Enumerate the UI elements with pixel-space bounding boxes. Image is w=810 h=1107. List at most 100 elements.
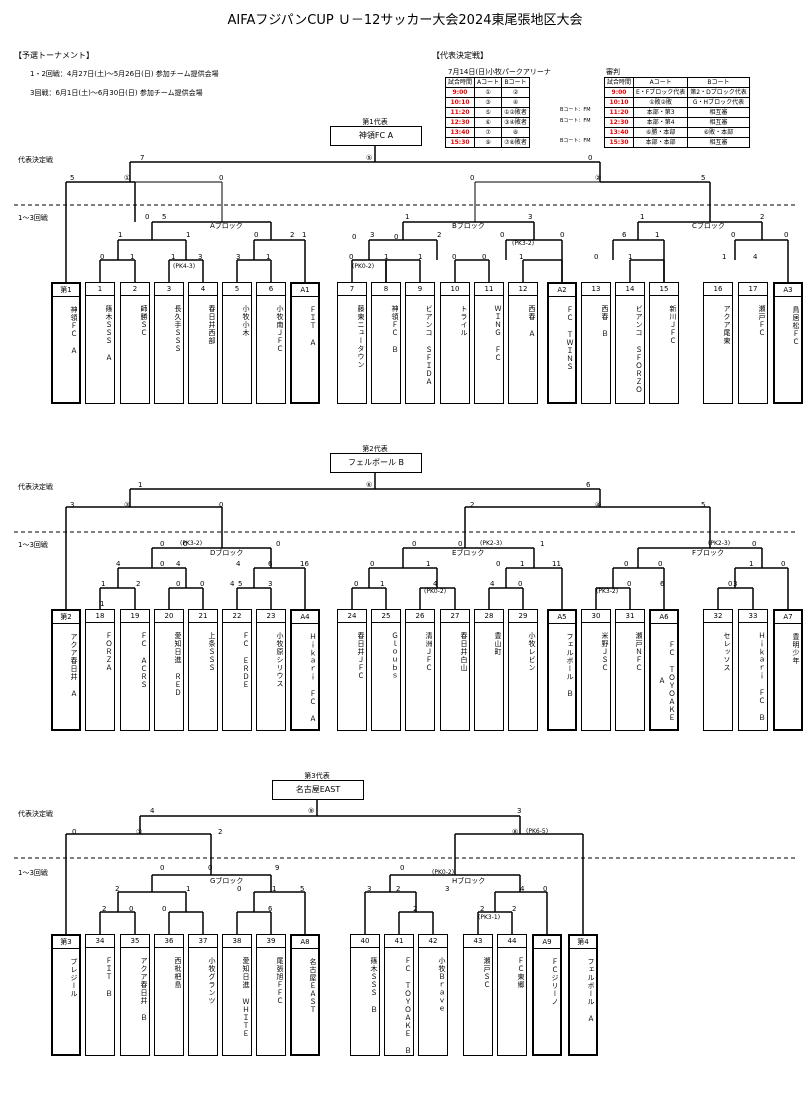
team-seed: 37	[189, 935, 217, 948]
section-2-rep-label: 第2代表	[362, 445, 388, 453]
score-label: 5	[238, 580, 243, 588]
score-label: 2	[760, 213, 765, 221]
team-seed: 39	[257, 935, 285, 948]
team-name: アクア尾東	[723, 305, 731, 345]
score-label: 0	[219, 174, 224, 182]
team-name: 神領ＦＣ Ｂ	[391, 305, 399, 354]
team-seed: 3	[155, 283, 183, 296]
score-label: ⑦	[136, 828, 143, 836]
score-label: (PK2-3)	[708, 540, 731, 547]
score-label: ③	[124, 501, 131, 509]
referee-label: 審判	[606, 68, 620, 76]
team-seed: 4	[189, 283, 217, 296]
prelim-schedule-2: 3回戦：6月1日(土)～6月30日(日) 参加チーム提供会場	[30, 89, 203, 97]
score-label: 3	[198, 253, 203, 261]
team-seed: A9	[534, 936, 560, 949]
score-label: 1	[520, 560, 525, 568]
team-box: 42 小牧Ｂｒａｖｅ	[418, 934, 448, 1056]
court-note: Bコート：FM	[560, 118, 591, 124]
prelim-header: 【予選トーナメント】	[14, 51, 94, 60]
team-seed: A4	[292, 611, 318, 624]
score-label: 4	[236, 560, 241, 568]
score-label: 1	[272, 885, 277, 893]
final-label: 代表決定戦	[18, 810, 53, 818]
team-seed: 20	[155, 610, 183, 623]
team-name: 愛知日進 ＲＥＤ	[174, 632, 182, 697]
score-label: 4	[753, 253, 758, 261]
team-seed: A5	[549, 611, 575, 624]
block-label: Hブロック	[452, 877, 486, 885]
team-name: 西春 Ｂ	[601, 305, 609, 338]
team-seed: 7	[338, 283, 366, 296]
team-name: ビアンコ ＳＦＩＤＡ	[425, 305, 433, 386]
team-name: 清洲ＪＦＣ	[425, 632, 433, 672]
rounds-label: 1～3回戦	[18, 869, 48, 877]
score-label: 4	[520, 885, 525, 893]
rounds-label: 1～3回戦	[18, 541, 48, 549]
court-note: Bコート：FM	[560, 138, 591, 144]
team-name: 神領ＦＣ Ａ	[70, 306, 78, 355]
score-label: 0	[458, 540, 463, 548]
team-seed: 36	[155, 935, 183, 948]
team-box: 3 長久手ＳＳＳ	[154, 282, 184, 404]
team-seed: 15	[650, 283, 678, 296]
score-label: 1	[519, 253, 524, 261]
team-name: セレッソス	[723, 632, 731, 672]
team-seed: 42	[419, 935, 447, 948]
score-label: (PK3-2)	[180, 540, 203, 547]
score-label: 0	[208, 864, 213, 872]
team-name: 尾張旭ＦＦＣ	[276, 957, 284, 1005]
score-label: 4	[150, 807, 155, 815]
score-label: 2	[102, 905, 107, 913]
score-label: 7	[140, 154, 145, 162]
team-seed: 14	[616, 283, 644, 296]
team-seed: 34	[86, 935, 114, 948]
team-name: 小牧南ＪＦＣ	[276, 305, 284, 353]
score-label: 0	[162, 905, 167, 913]
score-label: (PK6-5)	[526, 828, 549, 835]
score-label: ⑥	[366, 481, 373, 489]
score-label: 4	[230, 580, 235, 588]
team-name: 鳥居松ＦＣ	[792, 306, 800, 346]
score-label: 1	[186, 885, 191, 893]
team-name: ＦＣ ＴＯＹＯＡＫＥ Ａ	[658, 640, 676, 722]
score-label: 3	[370, 231, 375, 239]
score-label: 3	[517, 807, 522, 815]
score-label: 2	[480, 905, 485, 913]
team-name: 小牧Ｂｒａｖｅ	[438, 957, 446, 1013]
score-label: 4	[176, 560, 181, 568]
team-seed: 第3	[53, 936, 79, 949]
section-3-rep-team: 名古屋EAST	[272, 780, 364, 800]
score-label: 1	[540, 540, 545, 548]
team-seed: 24	[338, 610, 366, 623]
score-label: 1	[384, 253, 389, 261]
team-seed: 31	[616, 610, 644, 623]
team-seed: A1	[292, 284, 318, 297]
block-label: Dブロック	[210, 549, 244, 557]
team-seed: 33	[739, 610, 767, 623]
team-seed: 5	[223, 283, 251, 296]
team-name: 小牧小木	[242, 305, 250, 337]
score-label: (PK3-2)	[596, 588, 619, 595]
team-name: Ｈｉｋａｒｉ ＦＣ Ａ	[309, 633, 317, 723]
score-label: 0	[496, 560, 501, 568]
score-label: 4	[116, 560, 121, 568]
team-seed: 第2	[53, 611, 79, 624]
team-seed: 23	[257, 610, 285, 623]
team-name: 長久手ＳＳＳ	[174, 305, 182, 353]
